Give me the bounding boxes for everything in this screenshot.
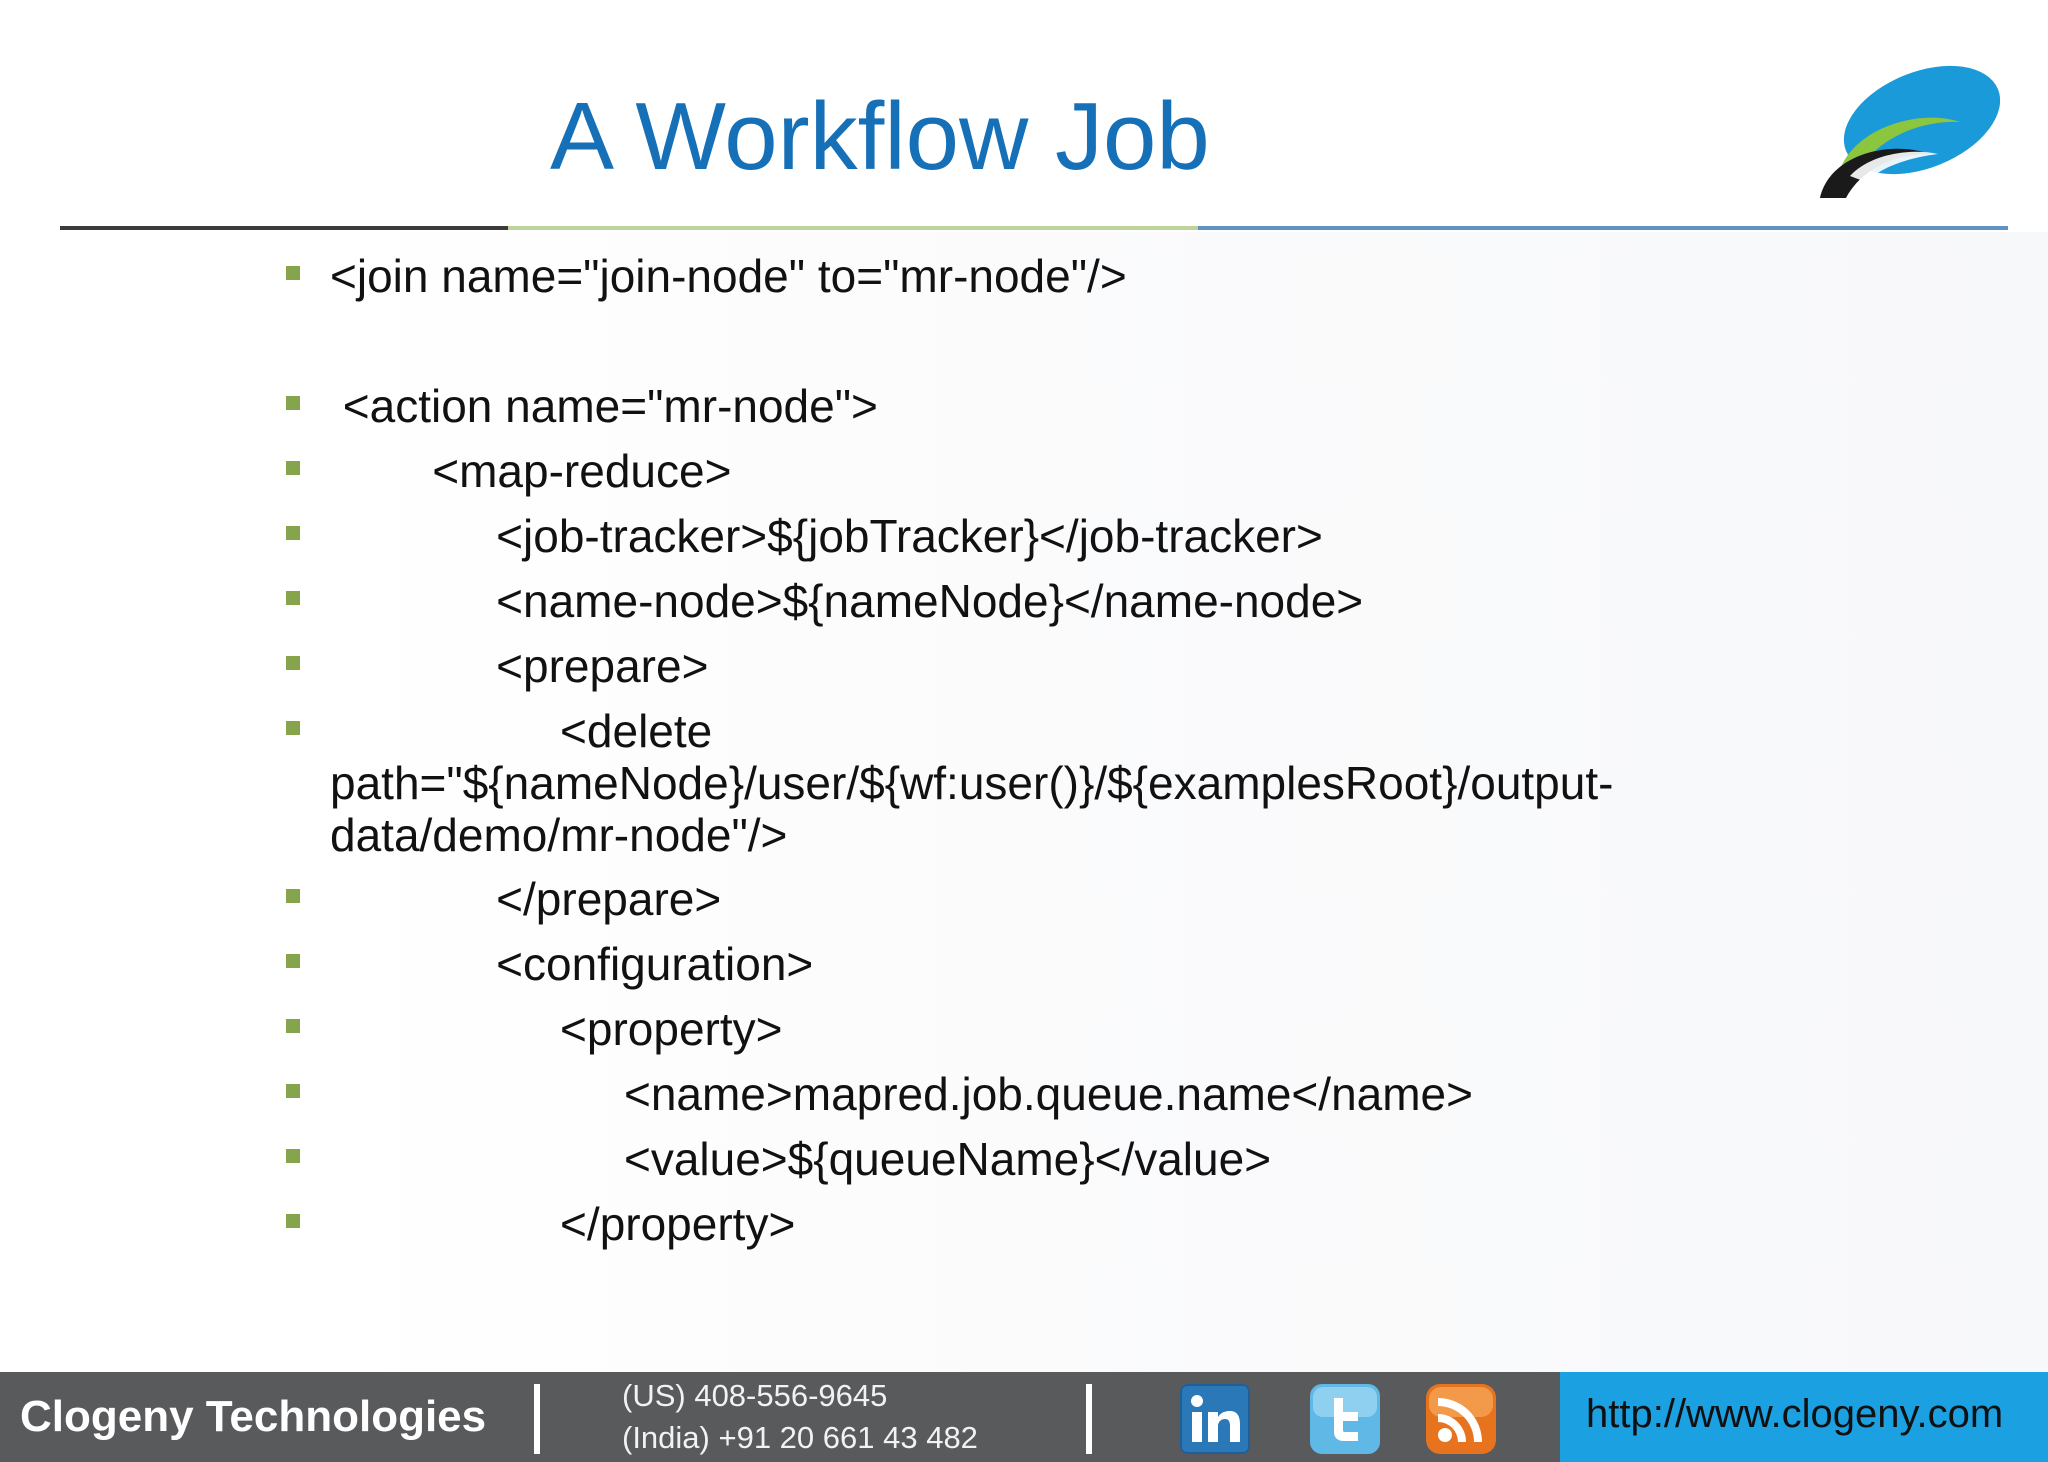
bullet-text: <prepare> bbox=[330, 640, 709, 692]
bullet-square-icon bbox=[286, 1084, 300, 1098]
company-logo-icon bbox=[1820, 65, 2000, 198]
bullet-square-icon bbox=[286, 526, 300, 540]
bullet-text: <action name="mr-node"> bbox=[330, 380, 878, 432]
bullet-square-icon bbox=[286, 889, 300, 903]
bullet-text: </property> bbox=[330, 1198, 796, 1250]
bullet-text: <name-node>${nameNode}</name-node> bbox=[330, 575, 1364, 627]
bullet-text: <job-tracker>${jobTracker}</job-tracker> bbox=[330, 510, 1323, 562]
bullet-square-icon bbox=[286, 396, 300, 410]
footer-bar: Clogeny Technologies (US) 408-556-9645 (… bbox=[0, 1372, 2048, 1462]
footer-company-name: Clogeny Technologies bbox=[20, 1392, 487, 1441]
bullet-text: <value>${queueName}</value> bbox=[330, 1133, 1272, 1185]
bullet-list: <join name="join-node" to="mr-node"/> <a… bbox=[286, 250, 1614, 1250]
title-divider-dark bbox=[60, 226, 508, 230]
bullet-text: <delete path="${nameNode}/user/${wf:user… bbox=[330, 705, 1614, 861]
footer-separator bbox=[1086, 1384, 1092, 1454]
slide-background bbox=[330, 232, 2048, 1372]
twitter-icon[interactable] bbox=[1310, 1384, 1380, 1454]
bullet-square-icon bbox=[286, 721, 300, 735]
footer-phone-us: (US) 408-556-9645 bbox=[622, 1378, 888, 1413]
footer-url-box: http://www.clogeny.com bbox=[1560, 1372, 2048, 1462]
footer-phone-india: (India) +91 20 661 43 482 bbox=[622, 1420, 978, 1455]
bullet-square-icon bbox=[286, 266, 300, 280]
bullet-text: <name>mapred.job.queue.name</name> bbox=[330, 1068, 1473, 1120]
bullet-square-icon bbox=[286, 1019, 300, 1033]
bullet-square-icon bbox=[286, 656, 300, 670]
bullet-text: </prepare> bbox=[330, 873, 722, 925]
rss-icon[interactable] bbox=[1426, 1384, 1496, 1454]
bullet-square-icon bbox=[286, 1214, 300, 1228]
title-divider-green bbox=[508, 226, 1198, 230]
linkedin-icon[interactable] bbox=[1180, 1384, 1250, 1454]
bullet-text: <join name="join-node" to="mr-node"/> bbox=[330, 250, 1127, 302]
slide-title: A Workflow Job bbox=[550, 83, 1210, 190]
footer-separator bbox=[534, 1384, 540, 1454]
bullet-square-icon bbox=[286, 591, 300, 605]
footer-website-link[interactable]: http://www.clogeny.com bbox=[1586, 1392, 2004, 1436]
bullet-text: <configuration> bbox=[330, 938, 814, 990]
title-divider-blue bbox=[1198, 226, 2008, 230]
bullet-square-icon bbox=[286, 954, 300, 968]
bullet-text: <map-reduce> bbox=[330, 445, 732, 497]
bullet-square-icon bbox=[286, 461, 300, 475]
bullet-square-icon bbox=[286, 1149, 300, 1163]
bullet-text: <property> bbox=[330, 1003, 783, 1055]
